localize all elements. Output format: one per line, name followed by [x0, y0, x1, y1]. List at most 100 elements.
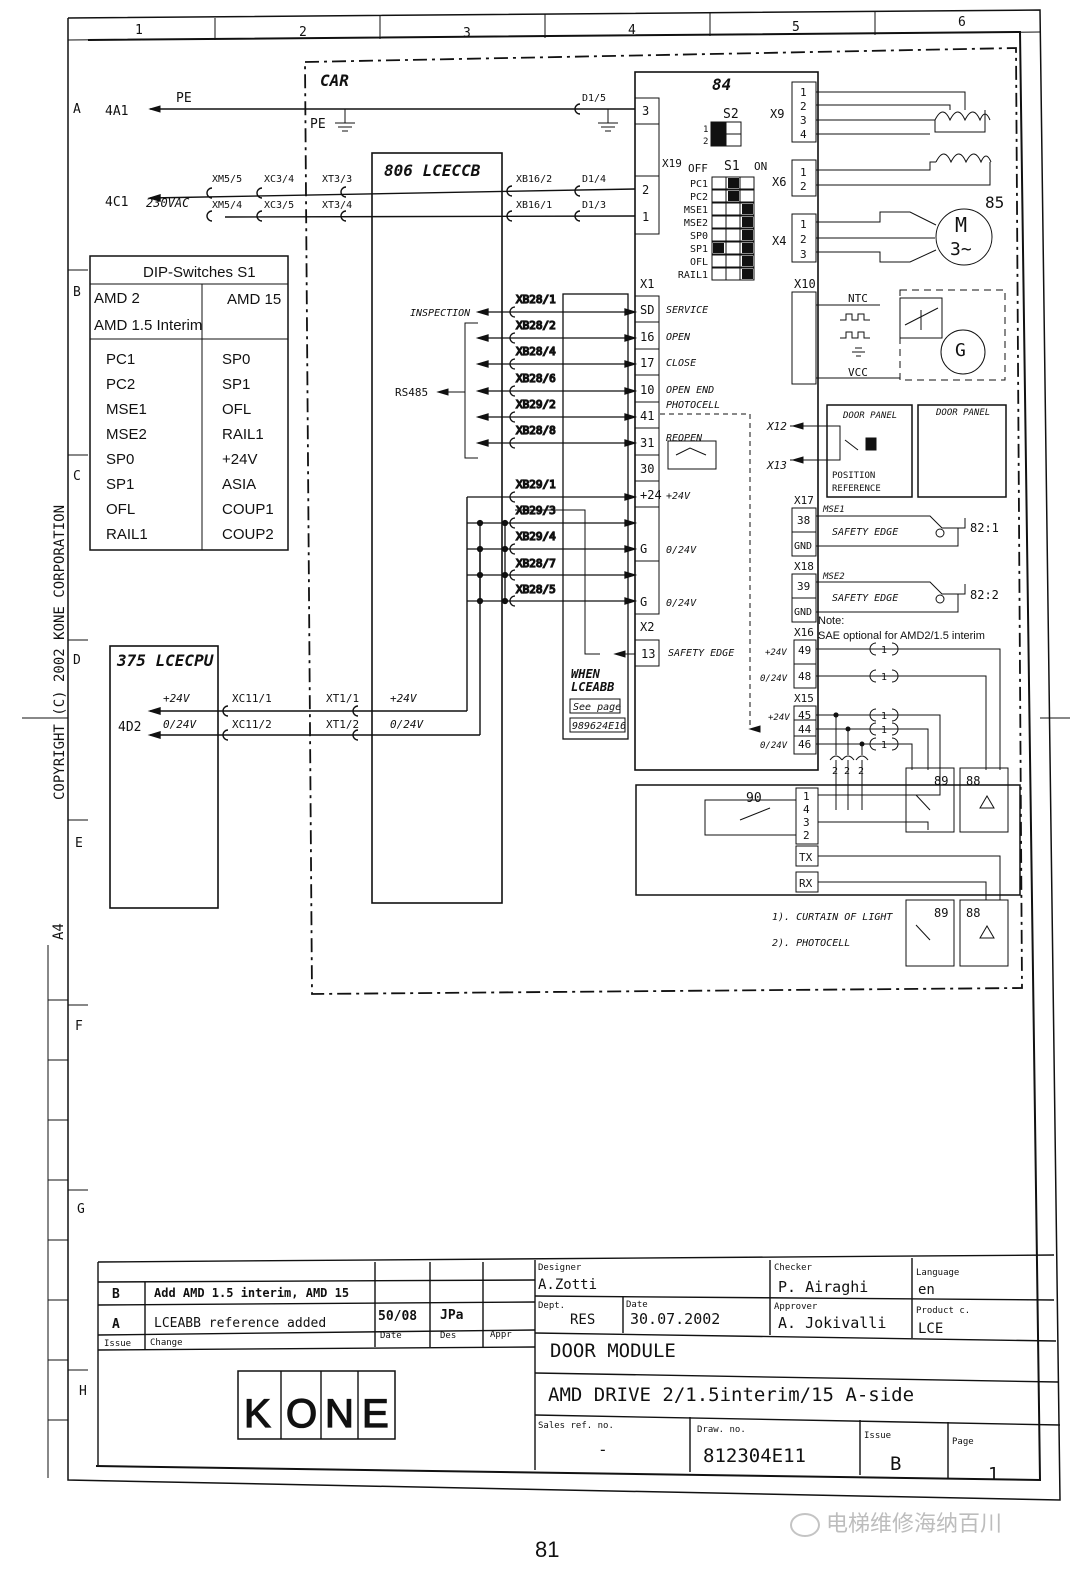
col-label: 6 [958, 15, 966, 30]
ref-marker [869, 722, 899, 736]
s1-cell [725, 241, 741, 255]
rev-a-date: 50/08 [378, 1309, 417, 1324]
ref-marker-num: 1 [881, 740, 887, 751]
x1-signal-label: OPEN END [666, 385, 714, 396]
x16-plus24: +24V [765, 648, 787, 658]
x12-label: X12 [766, 420, 787, 433]
rs485-bracket [436, 322, 478, 459]
dip-col1-item: MSE2 [106, 426, 147, 443]
s2-label: S2 [723, 107, 739, 122]
dip-col2-item: COUP1 [222, 501, 274, 518]
pe-car-label: PE [310, 117, 326, 132]
connector-shape [509, 411, 516, 423]
dip-table [89, 255, 289, 551]
pe-ref: 4A1 [105, 104, 128, 119]
copyright-text: COPYRIGHT (C) 2002 KONE CORPORATION [52, 505, 68, 800]
note-title: Note: [818, 615, 844, 627]
x15-zero24: 0/24V [760, 741, 788, 751]
ref-marker-num: 1 [881, 645, 887, 656]
checker: P. Airaghi [778, 1278, 868, 1296]
product: LCE [918, 1321, 943, 1337]
dip-col2-item: SP1 [222, 376, 250, 393]
lcecpu-label: 375 LCECPU [116, 651, 214, 670]
dip-col1-item: OFL [106, 501, 135, 518]
s1-cell [725, 254, 741, 268]
dept-label: Dept. [538, 1301, 565, 1311]
connector-xt3-3: XT3/3 [322, 174, 352, 185]
position-ref-1: POSITION [832, 471, 875, 481]
xb-connector-label: XB29/1 [516, 478, 556, 491]
s1-switch-label: PC1 [690, 179, 708, 190]
when-line4: 989624E16 [572, 721, 626, 732]
rev-a-issue: A [112, 1317, 120, 1332]
s1-switch-label: RAIL1 [678, 270, 708, 281]
x19-label: X19 [662, 157, 682, 170]
arrow-right [624, 493, 638, 501]
s1-switch-label: PC2 [690, 192, 708, 203]
s1-switch-label: OFL [690, 257, 708, 268]
supply-ref: 4C1 [105, 195, 128, 210]
arrow-left [475, 360, 489, 368]
language: en [918, 1282, 935, 1298]
s1-cell [739, 202, 755, 216]
pin-48: 48 [798, 670, 811, 683]
connector-xt1-1: XT1/1 [326, 692, 359, 705]
s1-cell [739, 267, 755, 281]
svg-text:2: 2 [803, 829, 810, 842]
arrow-left [475, 387, 489, 395]
row-label: B [73, 285, 81, 300]
xb-connector-label: XB28/5 [516, 583, 556, 596]
s2-pos2: 2 [703, 137, 708, 147]
unit-88-b: 88 [966, 906, 980, 920]
board-pin-3: 3 [642, 104, 649, 118]
board-84-label: 84 [712, 75, 731, 94]
svg-text:4: 4 [803, 803, 810, 816]
safety-edge-2: SAFETY EDGE [832, 593, 898, 604]
lceccb-label: 806 LCECCB [384, 161, 481, 180]
x10-label: X10 [794, 277, 816, 291]
x1-pin: 41 [640, 409, 654, 423]
ntc-label: NTC [848, 292, 868, 305]
arrow-right [624, 413, 638, 421]
junction-dot [476, 571, 484, 579]
pin-45: 45 [798, 709, 811, 722]
unit-88-a: 88 [966, 774, 980, 788]
svg-text:3: 3 [803, 816, 810, 829]
note-text: SAE optional for AMD2/1.5 interim [818, 630, 985, 642]
xb-connector-label: XB29/4 [516, 530, 556, 543]
supply-voltage: 230VAC [146, 196, 190, 210]
unit-90-label: 90 [746, 791, 762, 806]
junction-dot [501, 519, 509, 527]
mse2-label: MSE2 [822, 572, 845, 582]
s1-cell [739, 228, 755, 242]
connector-xm5-5: XM5/5 [212, 174, 242, 185]
arrow-right [624, 545, 638, 553]
x18-label: X18 [794, 560, 814, 573]
s1-cell [739, 254, 755, 268]
row-label: H [79, 1384, 87, 1399]
rev-b-issue: B [112, 1287, 120, 1302]
date-label: Date [626, 1300, 648, 1310]
ref-marker-num: 1 [881, 672, 887, 683]
connector-xb16-1: XB16/1 [516, 200, 552, 211]
arrow-left [475, 413, 489, 421]
s1-on-mark [728, 191, 739, 201]
supply-lines [147, 103, 636, 222]
board-pin-2: 2 [642, 183, 649, 197]
connector-xc11-2: XC11/2 [232, 718, 272, 731]
title-block [97, 1254, 1061, 1478]
issue-label: Issue [864, 1431, 891, 1441]
svg-text:2: 2 [800, 233, 807, 246]
door-panel-2: DOOR PANEL [935, 408, 990, 418]
s1-on-mark [742, 243, 753, 253]
cpu-plus24: +24V [163, 692, 191, 705]
when-line2: LCEABB [571, 680, 614, 694]
gnd-1: GND [794, 541, 812, 552]
ref-marker-num: 1 [881, 711, 887, 722]
s1-cell [739, 241, 755, 255]
arrow-left [475, 308, 489, 316]
x1-signal-label: 0/24V [666, 545, 697, 556]
s1-cell [725, 215, 741, 229]
row-label: G [77, 1202, 85, 1217]
